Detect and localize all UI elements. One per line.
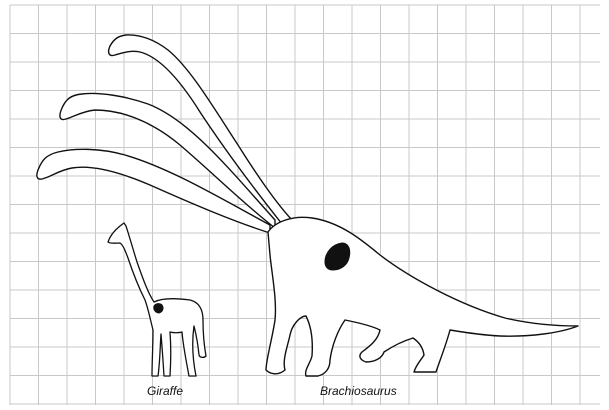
giraffe-label: Giraffe [147,384,183,398]
brachiosaurus-label: Brachiosaurus [320,384,397,398]
giraffe-heart [154,304,163,313]
